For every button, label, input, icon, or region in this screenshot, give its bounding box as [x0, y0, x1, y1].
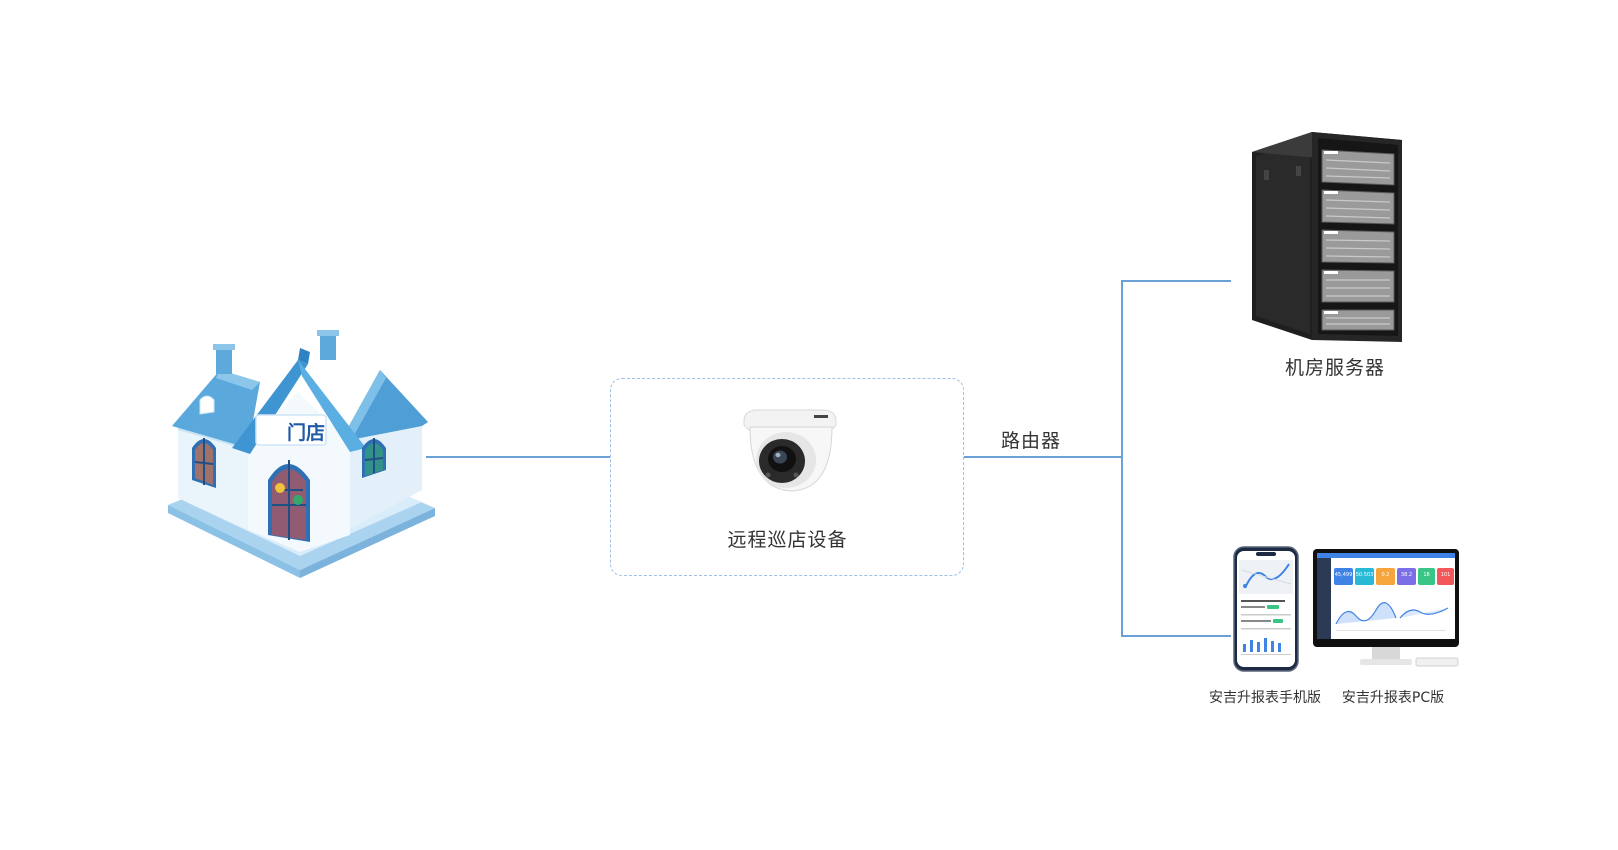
stat-card [1437, 568, 1454, 585]
stat-card [1355, 568, 1374, 585]
smartphone-icon [1233, 546, 1299, 672]
mobile-app-label: 安吉升报表手机版 [1209, 690, 1321, 706]
stat-value: 101 [1440, 572, 1451, 578]
store-node: 门店 [160, 330, 440, 588]
stat-value: 0.2 [1381, 572, 1390, 578]
stat-value: 45,499 [1334, 572, 1353, 578]
desktop-monitor-icon [1313, 549, 1459, 667]
device-container [610, 378, 964, 576]
link-router-to-server [1121, 280, 1231, 282]
stat-card [1334, 568, 1353, 585]
router-vertical-bus [1121, 280, 1123, 636]
link-device-to-router [964, 456, 1122, 458]
device-node [740, 405, 840, 497]
link-router-to-clients [1121, 635, 1231, 637]
dome-camera-icon [743, 409, 837, 492]
mobile-node [1233, 546, 1299, 672]
server-rack-icon [1252, 132, 1402, 342]
stat-card [1376, 568, 1395, 585]
server-label: 机房服务器 [1284, 357, 1385, 379]
device-label: 远程巡店设备 [727, 529, 848, 551]
stat-value: 50,503 [1355, 572, 1374, 578]
link-store-to-device [426, 456, 610, 458]
pc-app-label: 安吉升报表PC版 [1341, 690, 1445, 706]
store-house-icon [168, 330, 435, 578]
store-sign-text: 门店 [286, 422, 325, 444]
pc-node: 45,499 50,503 0.2 38.2 18 101 [1312, 548, 1460, 670]
server-node [1252, 130, 1402, 342]
stat-value: 38.2 [1400, 572, 1413, 578]
stat-value: 18 [1423, 572, 1430, 578]
router-label: 路由器 [1000, 430, 1061, 452]
stat-card [1397, 568, 1416, 585]
stat-card [1418, 568, 1435, 585]
